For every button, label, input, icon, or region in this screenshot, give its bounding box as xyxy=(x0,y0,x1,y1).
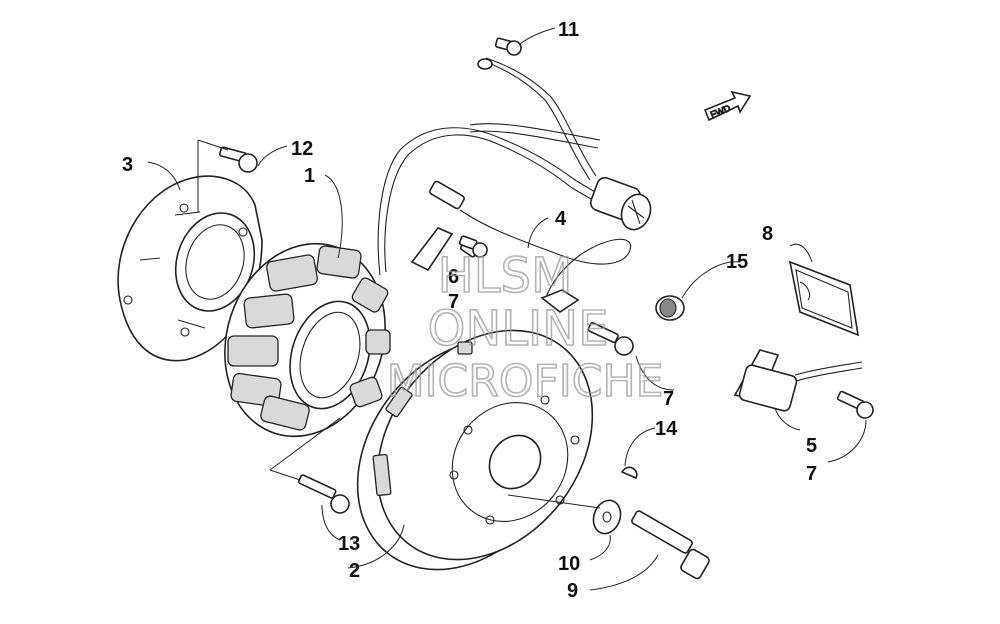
callout-10: 10 xyxy=(558,553,580,575)
bolt-13 xyxy=(297,474,350,514)
screw-7-mid xyxy=(587,321,634,356)
callout-13: 13 xyxy=(338,533,360,555)
callout-7-lower: 7 xyxy=(806,463,817,485)
washer-10 xyxy=(592,499,622,535)
watermark-line-2: ONLINE xyxy=(428,301,609,357)
callout-3: 3 xyxy=(122,154,133,176)
stator-housing xyxy=(117,175,263,362)
pad-8 xyxy=(788,260,860,337)
callout-8: 8 xyxy=(762,223,773,245)
callout-7-upper: 7 xyxy=(448,291,459,313)
pickup-coil xyxy=(733,349,874,419)
fwd-direction-arrow: FWD xyxy=(703,90,752,122)
bolt-12 xyxy=(219,146,258,173)
stator-coil xyxy=(224,242,391,438)
leader-lines xyxy=(147,27,867,591)
watermark-line-3: MICROFICHE xyxy=(387,356,664,407)
callout-1: 1 xyxy=(304,165,315,187)
callout-15: 15 xyxy=(726,251,748,273)
fwd-label: FWD xyxy=(709,103,732,120)
flywheel-bolt-9 xyxy=(631,510,710,580)
callout-14: 14 xyxy=(655,418,678,440)
callout-6: 6 xyxy=(448,266,459,288)
callout-4: 4 xyxy=(555,208,567,230)
watermark-line-1: HLSM xyxy=(438,248,573,304)
wiring-harness xyxy=(377,57,652,301)
screw-6-7 xyxy=(458,235,488,258)
grommet-15 xyxy=(655,295,685,321)
callout-5: 5 xyxy=(806,435,817,457)
woodruff-key xyxy=(620,466,638,480)
watermark: HLSM ONLINE MICROFICHE xyxy=(386,247,664,408)
callout-12: 12 xyxy=(291,138,313,160)
bolt-11 xyxy=(494,37,522,56)
callout-11: 11 xyxy=(558,19,579,41)
callout-2: 2 xyxy=(349,560,360,582)
callout-7-mid: 7 xyxy=(663,388,674,410)
callout-labels: 1 2 3 4 5 6 7 7 7 8 9 10 11 12 13 14 15 xyxy=(122,19,817,602)
flywheel xyxy=(356,329,594,571)
callout-9: 9 xyxy=(567,580,578,602)
